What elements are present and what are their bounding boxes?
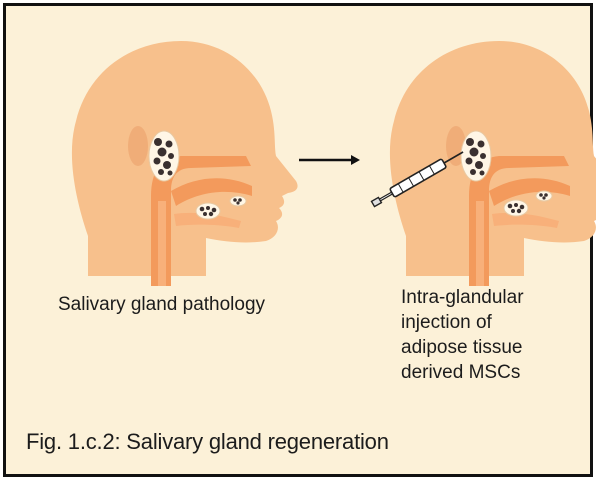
submandibular-gland-right xyxy=(504,200,528,216)
label-injection-line-3: adipose tissue xyxy=(401,335,524,360)
sublingual-gland-left xyxy=(230,196,246,206)
label-injection-line-1: Intra-glandular xyxy=(401,285,524,310)
label-injection: Intra-glandular injection of adipose tis… xyxy=(401,285,524,385)
label-injection-line-2: injection of xyxy=(401,310,524,335)
figure-frame: Salivary gland pathology Intra-glandular… xyxy=(3,3,593,477)
figure-caption: Fig. 1.c.2: Salivary gland regeneration xyxy=(26,429,389,455)
submandibular-gland-left xyxy=(196,203,220,219)
salivary-gland-icon xyxy=(149,131,179,181)
label-injection-line-4: derived MSCs xyxy=(401,360,524,385)
arrow-icon xyxy=(299,155,360,165)
salivary-gland-right xyxy=(461,131,491,181)
head-right xyxy=(390,41,596,286)
head-left xyxy=(72,41,298,286)
sublingual-gland-right xyxy=(536,191,552,201)
figure-illustration xyxy=(6,6,596,480)
label-pathology: Salivary gland pathology xyxy=(58,292,265,317)
